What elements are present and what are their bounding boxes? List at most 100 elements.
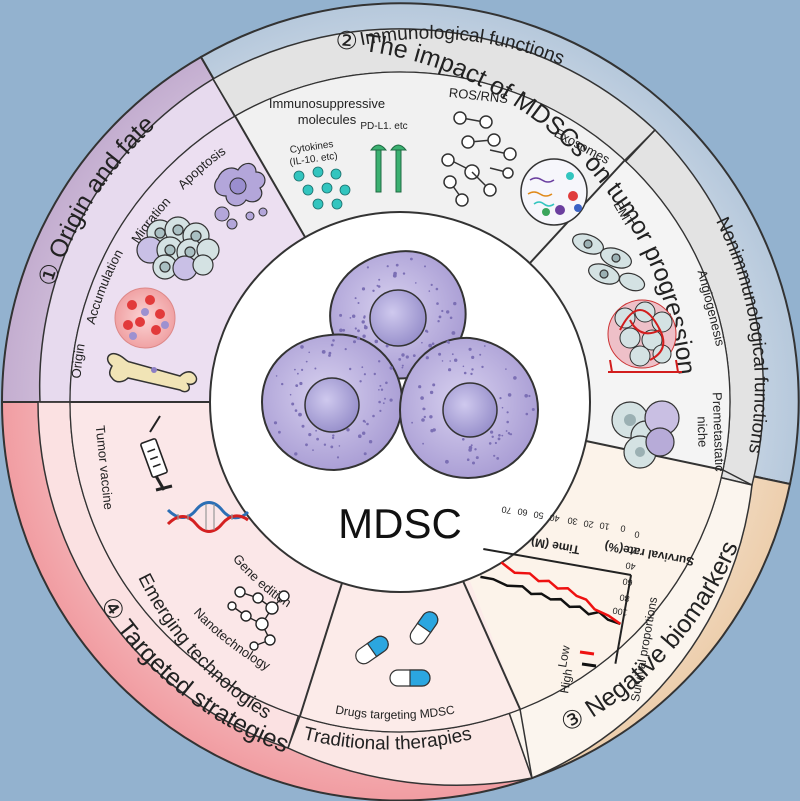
- cell-speckle: [430, 283, 433, 286]
- cell-speckle: [314, 367, 317, 370]
- cell-speckle: [344, 348, 347, 351]
- cell-speckle: [422, 407, 426, 411]
- cell-speckle: [305, 443, 308, 447]
- survival-x-tick-1: 10: [599, 520, 611, 532]
- cell-speckle: [453, 301, 457, 306]
- cell-speckle: [468, 448, 472, 452]
- mdsc-cell-left: [260, 333, 404, 472]
- cell-speckle: [505, 368, 507, 370]
- cell-speckle: [378, 278, 381, 281]
- cell-speckle: [474, 448, 477, 451]
- cell-speckle: [349, 317, 352, 319]
- cell-speckle: [291, 402, 295, 406]
- cell-speckle: [448, 368, 452, 372]
- cell-speckle: [330, 343, 334, 347]
- survival-x-tick-3: 30: [567, 515, 579, 527]
- cell-speckle: [463, 371, 467, 375]
- cell-speckle: [273, 421, 278, 425]
- cell-speckle: [462, 438, 465, 441]
- cell-speckle: [363, 452, 367, 456]
- survival-plot: [480, 547, 633, 664]
- cell-speckle: [425, 356, 429, 360]
- cell-speckle: [496, 457, 500, 460]
- cell-speckle: [449, 316, 453, 320]
- cell-speckle: [289, 393, 292, 396]
- cell-speckle: [299, 381, 303, 386]
- cell-speckle: [378, 400, 381, 404]
- cell-speckle: [438, 315, 442, 319]
- cell-speckle: [405, 355, 409, 359]
- survival-y-tick-2: 40: [625, 560, 637, 572]
- cell-speckle: [301, 368, 304, 371]
- bone-icon: [106, 352, 198, 393]
- survival-x-tick-5: 50: [533, 509, 545, 521]
- cell-speckle: [431, 342, 435, 346]
- cell-speckle: [505, 430, 508, 432]
- cell-speckle: [531, 408, 535, 411]
- apoptosis-cell-icon: [214, 162, 268, 230]
- cell-speckle: [362, 431, 366, 435]
- cell-speckle: [449, 360, 452, 362]
- cell-speckle: [420, 396, 424, 400]
- cell-speckle: [323, 443, 327, 446]
- cell-speckle: [389, 398, 393, 402]
- cell-speckle: [411, 421, 413, 424]
- cell-speckle: [278, 430, 281, 434]
- cell-speckle: [430, 429, 434, 433]
- cell-speckle: [466, 458, 470, 462]
- cell-speckle: [513, 376, 517, 380]
- cell-speckle: [432, 383, 436, 387]
- survival-x-tick-2: 20: [583, 518, 595, 530]
- cell-speckle: [352, 314, 356, 318]
- cell-speckle: [401, 353, 405, 357]
- pdl1-icon: [370, 144, 408, 193]
- exosome-icon: [520, 158, 588, 226]
- cell-speckle: [438, 352, 442, 356]
- premetastatic-niche-icon: [611, 400, 680, 469]
- premetastatic-label: Premetastatic: [710, 392, 728, 472]
- cell-speckle: [342, 328, 346, 332]
- cell-speckle: [366, 422, 369, 426]
- cell-speckle: [338, 445, 341, 447]
- cell-speckle: [361, 366, 364, 369]
- cell-speckle: [363, 373, 366, 376]
- dna-icon: [166, 501, 250, 533]
- cell-speckle: [479, 353, 482, 356]
- cell-speckle: [441, 360, 444, 362]
- cell-speckle: [468, 347, 472, 351]
- cell-speckle: [462, 365, 465, 368]
- survival-y-tick-1: 20: [627, 544, 639, 556]
- cell-speckle: [422, 442, 424, 445]
- cell-speckle: [415, 282, 417, 284]
- cell-speckle: [353, 340, 356, 344]
- cell-speckle: [312, 449, 314, 451]
- cell-speckle: [471, 355, 475, 359]
- cell-speckle: [379, 409, 382, 412]
- capsule-icon-1: [355, 635, 389, 665]
- cell-speckle: [412, 354, 416, 357]
- cell-speckle: [378, 389, 380, 391]
- molecules-label: molecules: [298, 112, 357, 127]
- cell-speckle: [429, 415, 433, 419]
- capsule-icon-2: [409, 611, 439, 645]
- cell-speckle: [281, 382, 284, 386]
- pdl1-label: PD-L1. etc: [360, 121, 407, 132]
- cell-speckle: [358, 434, 362, 439]
- niche-label: niche: [694, 416, 710, 448]
- cell-speckle: [380, 388, 384, 391]
- cell-speckle: [372, 414, 375, 418]
- cell-speckle: [493, 454, 496, 457]
- accumulation-cluster-icon: [136, 216, 220, 281]
- cell-speckle: [363, 325, 368, 330]
- nanoparticle-icon: [227, 586, 290, 651]
- cell-speckle: [524, 394, 528, 398]
- cell-speckle: [373, 372, 376, 376]
- cell-speckle: [525, 412, 529, 416]
- cell-speckle: [382, 402, 385, 405]
- cell-speckle: [501, 434, 504, 437]
- emt-cells-icon: [572, 233, 646, 292]
- cell-speckle: [316, 437, 319, 441]
- cell-speckle: [377, 285, 381, 288]
- cell-speckle: [436, 302, 439, 305]
- cell-speckle: [401, 366, 404, 369]
